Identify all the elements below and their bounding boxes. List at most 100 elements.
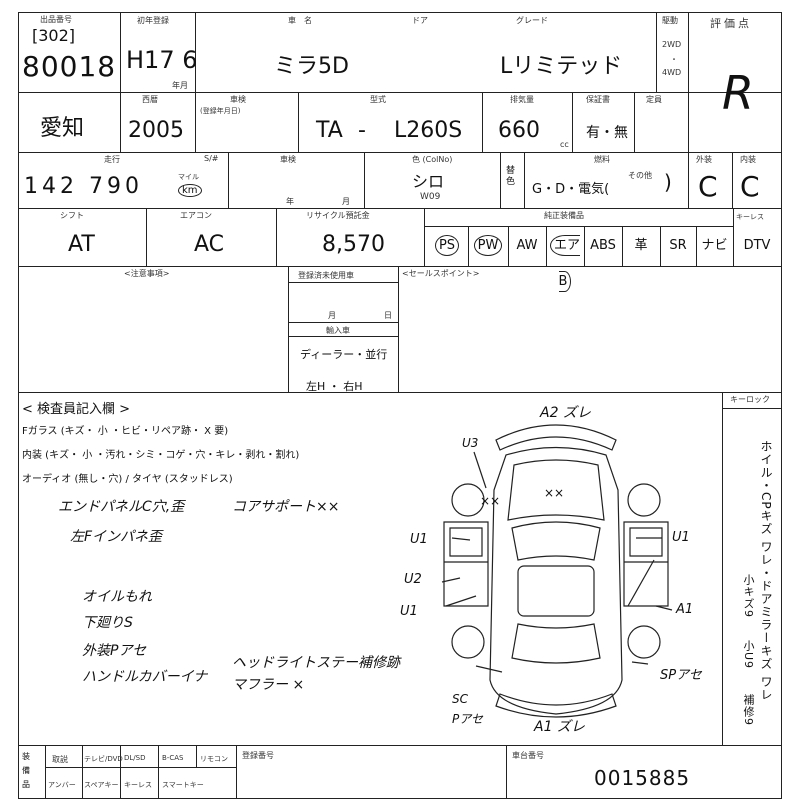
- side-note-sub2: 小U9: [742, 640, 755, 670]
- diagram-label-u2: U2: [404, 572, 422, 587]
- chassis-value: 0015885: [594, 766, 691, 790]
- model-prefix: TA: [316, 118, 343, 143]
- bottom-amber: アンバー: [48, 781, 76, 789]
- equip-airbag: エアB: [546, 228, 584, 300]
- side-note-main: ホイル・CPキズ ワレ・ドアミラーキズ ワレ: [759, 440, 773, 702]
- note-headlight-stay: ヘッドライトステー補修跡: [232, 655, 400, 671]
- equip-sr: SR: [669, 238, 687, 253]
- import-label: 登録済未使用車: [298, 271, 354, 280]
- side-note-sub3: 補修9: [742, 694, 755, 726]
- row-line-5: [18, 392, 782, 393]
- grade-label: グレード: [516, 16, 548, 25]
- border-bottom: [18, 798, 782, 799]
- drive-2wd: 2WD: [662, 40, 682, 49]
- displacement-value: 660: [498, 118, 540, 143]
- note-end-panel: エンドパネルC穴,歪: [58, 499, 185, 515]
- diagram-label-u3: U3: [462, 436, 479, 450]
- bottom-remote: リモコン: [200, 755, 228, 763]
- row-line-6: [18, 745, 782, 746]
- shift-value: AT: [68, 232, 95, 257]
- diagram-label-sp: SPアセ: [660, 668, 702, 683]
- interior-label: 内装: [740, 155, 756, 164]
- diagram-label-pase: Pアセ: [452, 712, 483, 726]
- bottom-keyless: キーレス: [124, 781, 152, 789]
- equip-aw: AW: [516, 238, 538, 253]
- note-core-support: コアサポート××: [232, 499, 340, 515]
- inspector-title: < 検査員記入欄 >: [22, 402, 131, 417]
- aircon-label: エアコン: [180, 211, 212, 220]
- inspector-line-2: 内装 (キズ・ 小 ・汚れ・シミ・コゲ・穴・キレ・剥れ・割れ): [22, 450, 300, 461]
- bottom-side-label: 装備品: [22, 752, 30, 789]
- row-line-3: [18, 208, 782, 209]
- note-oil-leak: オイルもれ: [82, 589, 152, 605]
- border-left: [18, 12, 19, 798]
- chassis-label: 車台番号: [512, 751, 544, 760]
- fuel-other: その他: [628, 171, 652, 180]
- mileage-unit-top: マイル: [178, 173, 199, 181]
- shift-label: シフト: [60, 211, 84, 220]
- border-right: [781, 12, 782, 798]
- mileage-value: 142 790: [24, 174, 143, 199]
- interior-value: C: [740, 170, 760, 203]
- score-value: R: [722, 66, 754, 120]
- mileage-label: 走行: [104, 155, 120, 164]
- displacement-unit: cc: [560, 140, 569, 149]
- diagram-label-a2: A2 ズレ: [540, 405, 591, 421]
- bottom-spare-key: スペアキー: [84, 781, 119, 789]
- equip-navi: ナビ: [701, 238, 728, 253]
- diagram-label-sc: SC: [452, 692, 468, 706]
- car-diagram: [441, 424, 673, 718]
- note-instrument-panel: 左Fインパネ歪: [70, 529, 163, 545]
- diagram-label-u1-c: U1: [400, 604, 418, 619]
- door-label: ドア: [412, 16, 428, 25]
- displacement-label: 排気量: [510, 95, 534, 104]
- import-steering: 左H ・ 右H: [306, 380, 363, 393]
- note-muffler: マフラー ×: [232, 677, 305, 693]
- score-label: 評価点: [710, 17, 752, 30]
- color-value: シロ: [412, 172, 445, 191]
- mileage-unit: km: [178, 184, 202, 197]
- vehicle-inspection-label: 車検: [280, 155, 296, 164]
- exterior-label: 外装: [696, 155, 712, 164]
- note-underbody: 下廻りS: [82, 615, 133, 631]
- diagram-label-xx-center: ××: [544, 486, 565, 500]
- inspection-sub: (登録年月日): [200, 107, 241, 115]
- sales-point-label: <セールスポイント>: [402, 269, 480, 278]
- bottom-smart-key: スマートキー: [162, 781, 204, 789]
- drive-label: 駆動: [662, 16, 678, 25]
- note-steering-cover: ハンドルカバーイナ: [82, 669, 208, 685]
- grade-value: Lリミテッド: [500, 54, 623, 79]
- color-code: W09: [420, 192, 441, 202]
- equip-abs: ABS: [590, 238, 616, 253]
- s-label: S/#: [204, 154, 219, 163]
- import-dealer: ディーラー・並行: [300, 348, 388, 361]
- drive-4wd: 4WD: [662, 68, 682, 77]
- diagram-label-xx-left: ××: [480, 494, 501, 508]
- import-day: 日: [384, 311, 392, 320]
- registration-label: 初年登録: [137, 16, 169, 25]
- notes-label: <注意事項>: [124, 269, 170, 278]
- recycle-label: リサイクル預託金: [306, 211, 370, 220]
- diagram-label-u1-b: U1: [672, 530, 690, 545]
- keylock-label: キーロック: [730, 395, 770, 404]
- vehicle-inspection-month: 月: [342, 197, 350, 206]
- exterior-value: C: [698, 170, 718, 203]
- bottom-dlsd: DL/SD: [124, 754, 146, 762]
- side-note-sub1: 小キズ9: [742, 574, 755, 618]
- recycle-value: 8,570: [322, 232, 385, 257]
- row-line-4: [18, 266, 782, 267]
- equip-dtv: DTV: [743, 238, 771, 253]
- border-top: [18, 12, 782, 13]
- hall-label: 出品番号: [40, 15, 72, 24]
- vehicle-inspection-year: 年: [286, 197, 294, 206]
- model-dash: -: [358, 118, 366, 143]
- warranty-value: 有・無: [586, 125, 628, 141]
- diagram-label-u1-a: U1: [410, 532, 428, 547]
- model-value: L260S: [394, 118, 463, 143]
- row-line-1: [18, 92, 782, 93]
- diagram-label-a1: A1: [676, 602, 694, 617]
- car-name-label: 車 名: [288, 16, 312, 25]
- equip-ps: PS: [426, 228, 468, 264]
- year-value: 2005: [128, 118, 184, 143]
- equipment-label: 純正装備品: [544, 211, 584, 220]
